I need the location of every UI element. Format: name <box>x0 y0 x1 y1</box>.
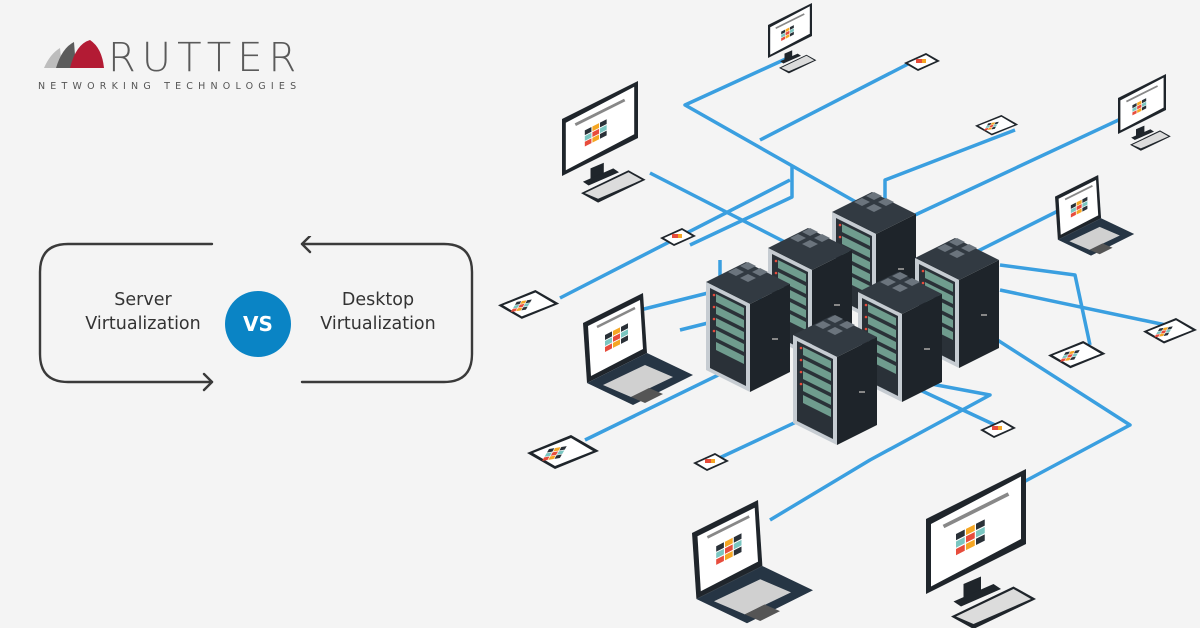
server-rack-icon <box>706 262 790 392</box>
label-line: Server <box>114 290 172 310</box>
smartphone-icon <box>904 53 940 71</box>
desktop-monitor-icon <box>562 81 646 203</box>
desktop-monitor-icon <box>926 469 1036 628</box>
comparison-graphic: Server Virtualization VS Desktop Virtual… <box>38 236 474 392</box>
brand-logo: RUTTER NETWORKING TECHNOLOGIES <box>38 35 338 98</box>
cycle-arrows-icon <box>38 236 474 392</box>
laptop-icon <box>583 293 693 405</box>
rutter-logo-mark-icon <box>44 40 104 68</box>
brand-tagline: NETWORKING TECHNOLOGIES <box>38 81 302 92</box>
server-virtualization-label: Server Virtualization <box>58 288 228 336</box>
smartphone-icon <box>980 420 1016 438</box>
desktop-virtualization-label: Desktop Virtualization <box>288 288 468 336</box>
label-line: Virtualization <box>85 314 201 334</box>
tablet-icon <box>1048 341 1106 368</box>
tablet-icon <box>498 290 559 319</box>
desktop-monitor-icon <box>1118 74 1171 151</box>
network-illustration <box>480 0 1200 628</box>
label-line: Desktop <box>341 290 415 310</box>
label-line: Virtualization <box>320 314 436 334</box>
server-rack-icon <box>793 315 877 445</box>
vs-badge: VS <box>225 291 291 357</box>
laptop-icon <box>692 500 813 623</box>
laptop-icon <box>1055 175 1134 256</box>
brand-name: RUTTER <box>108 35 303 81</box>
